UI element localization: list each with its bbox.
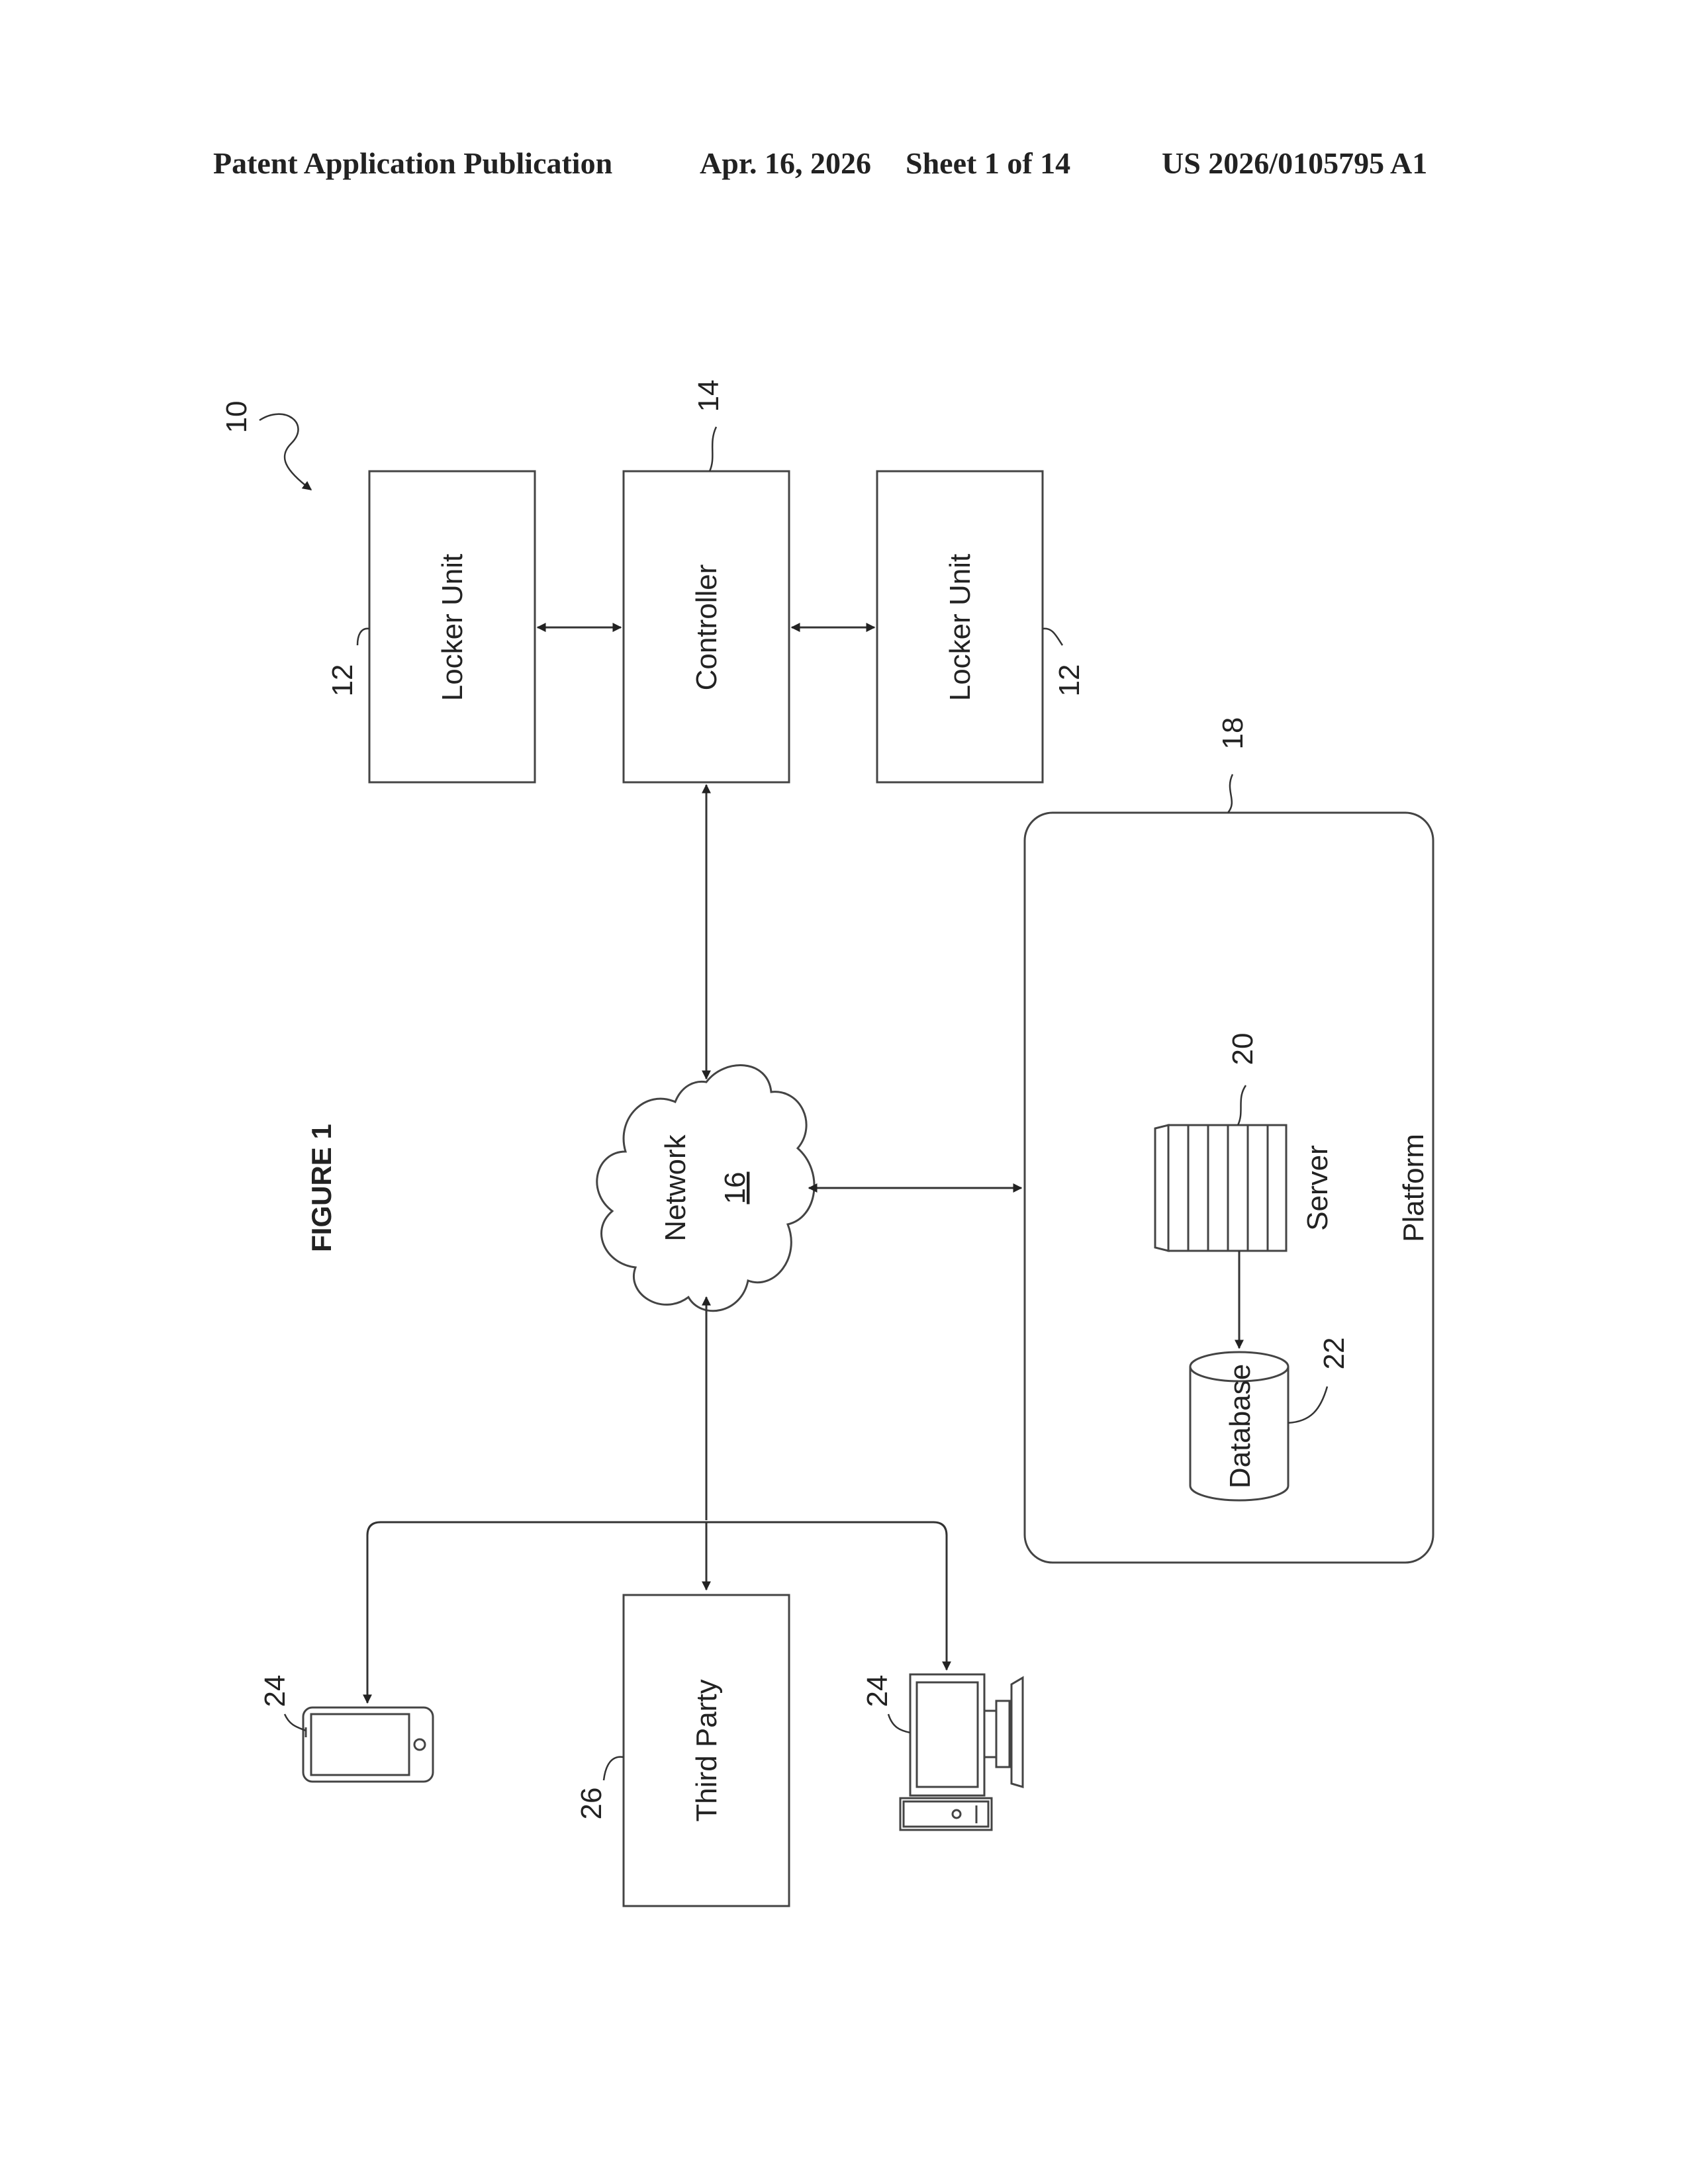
platform-ref: 18 [1217, 717, 1249, 750]
system-ref-number: 10 [220, 401, 253, 433]
controller: Controller 14 [624, 380, 789, 782]
controller-label: Controller [690, 565, 723, 691]
network-label: Network [659, 1134, 692, 1241]
mobile-phone-icon [303, 1707, 433, 1782]
third-party-label: Third Party [690, 1679, 723, 1821]
locker-unit-right-leader [1043, 629, 1062, 645]
locker-unit-left-label: Locker Unit [436, 554, 469, 702]
locker-unit-right: Locker Unit 12 [877, 471, 1086, 782]
third-party: Third Party 26 [575, 1595, 789, 1906]
figure-title: FIGURE 1 [306, 1124, 337, 1252]
locker-unit-left: Locker Unit 12 [326, 471, 535, 782]
controller-ref: 14 [692, 380, 725, 412]
locker-unit-left-leader [357, 629, 369, 645]
network: Network 16 [597, 1066, 814, 1311]
system-ref-arrow [259, 414, 311, 490]
desktop-computer-icon [900, 1674, 1023, 1830]
locker-unit-left-ref: 12 [326, 664, 359, 697]
database-label: Database [1224, 1364, 1256, 1488]
platform-leader [1228, 774, 1233, 813]
server-rack-icon [1155, 1125, 1286, 1251]
controller-leader [710, 427, 716, 471]
mobile-device: 24 [259, 1675, 433, 1782]
desktop-computer: 24 [861, 1674, 1023, 1830]
network-cloud-icon [597, 1066, 814, 1311]
desktop-computer-ref: 24 [861, 1675, 894, 1707]
server-ref: 20 [1227, 1033, 1259, 1066]
locker-unit-right-label: Locker Unit [944, 554, 976, 702]
server-label: Server [1301, 1145, 1334, 1231]
third-party-ref: 26 [575, 1788, 608, 1820]
mobile-device-ref: 24 [259, 1675, 291, 1707]
third-party-leader [604, 1757, 624, 1780]
network-ref: 16 [719, 1172, 751, 1205]
system-reference: 10 [220, 401, 311, 490]
locker-unit-right-ref: 12 [1053, 664, 1086, 697]
database-ref: 22 [1318, 1338, 1350, 1370]
desktop-computer-leader [888, 1714, 910, 1733]
platform-label: Platform [1397, 1134, 1430, 1242]
